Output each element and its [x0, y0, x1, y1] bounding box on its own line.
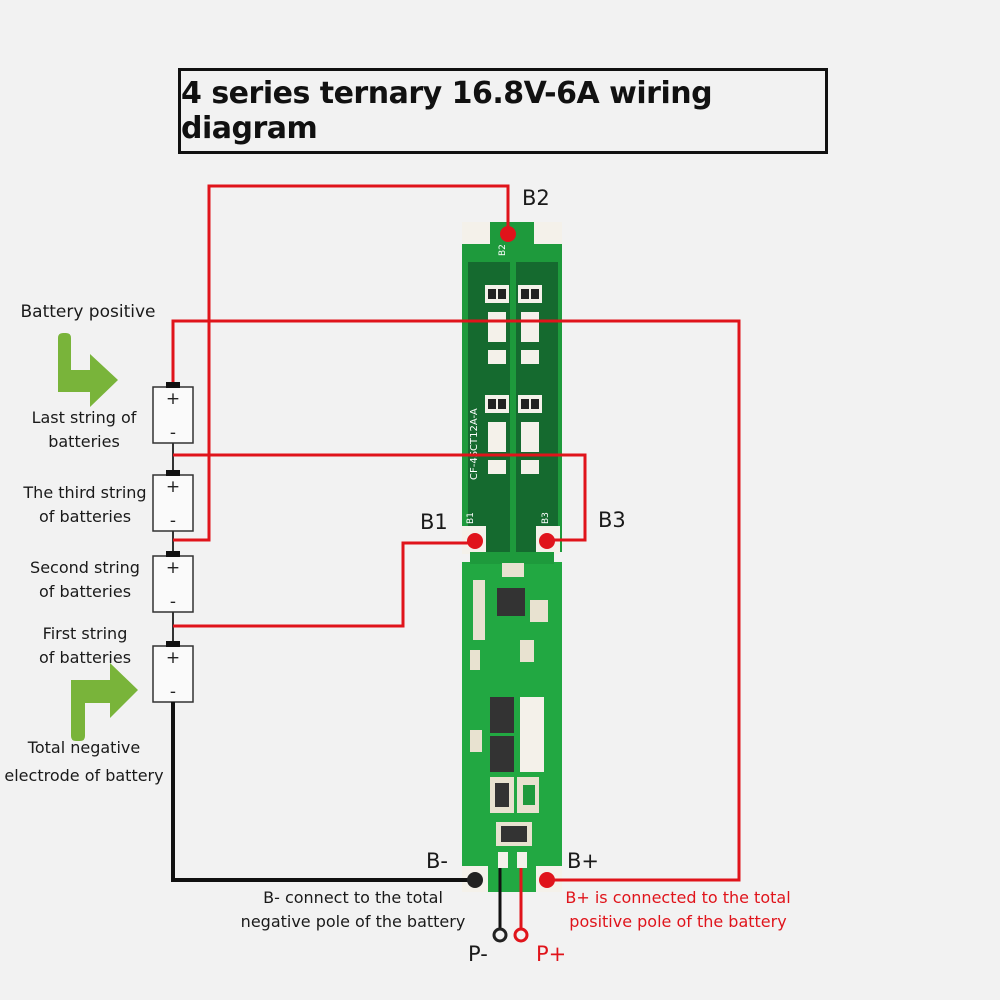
battery-3-minus: -	[170, 511, 176, 531]
wire-b2	[173, 184, 510, 542]
battery-2-plus: +	[166, 558, 180, 578]
b-minus-note: B- connect to the total negative pole of…	[240, 888, 466, 931]
pcb-resistor-array	[473, 580, 485, 640]
battery-3-plus: +	[166, 477, 180, 497]
pcb-silk-b1: B1	[466, 512, 476, 524]
b-plus-label: B+	[567, 849, 600, 873]
wire-b3	[173, 453, 587, 542]
b-minus-terminal-dot	[467, 872, 483, 888]
pcb-mosfet-2	[490, 736, 514, 772]
battery-2-cap	[166, 551, 180, 557]
b-plus-note: B+ is connected to the total positive po…	[565, 888, 791, 931]
pcb-ic-chip	[497, 588, 525, 616]
p-plus-ring-icon	[513, 927, 529, 943]
battery-4-minus: -	[170, 423, 176, 443]
pcb-pad-top-right	[534, 222, 562, 244]
battery-2-minus: -	[170, 592, 176, 612]
b-plus-terminal-dot	[539, 872, 555, 888]
battery-3-label: The third string of batteries	[23, 483, 147, 526]
pcb-silk-b3: B3	[541, 512, 551, 524]
negative-wires	[171, 702, 502, 930]
battery-1-label: First string of batteries	[38, 624, 132, 667]
b3-label: B3	[598, 508, 626, 532]
battery-4-label: Last string of batteries	[31, 408, 137, 451]
total-negative-label: Total negative electrode of battery	[4, 738, 164, 785]
pcb-silk-model: CF-4SCT12A-A	[469, 408, 480, 480]
diagram-title: 4 series ternary 16.8V-6A wiring diagram	[181, 76, 713, 146]
b2-terminal-dot	[500, 226, 516, 242]
b1-terminal-dot	[467, 533, 483, 549]
pcb-shunt-resistor	[495, 783, 509, 807]
battery-3-cap	[166, 470, 180, 476]
battery-1-cap	[166, 641, 180, 647]
pcb-pad-top-left	[462, 222, 490, 244]
b3-terminal-dot	[539, 533, 555, 549]
pcb-pad-p-minus	[498, 852, 508, 868]
wire-b1	[173, 541, 474, 628]
pcb-board: B2 CF-4SCT12A-A B1 B3	[462, 222, 562, 892]
pcb-pad-p-plus	[517, 852, 527, 868]
battery-positive-label: Battery positive	[20, 302, 156, 322]
pcb-diode	[501, 826, 527, 842]
battery-2-label: Second string of batteries	[30, 558, 140, 601]
pcb-mosfet-pad	[520, 697, 544, 772]
battery-1	[152, 645, 194, 703]
battery-1-minus: -	[170, 682, 176, 702]
battery-stack	[152, 382, 194, 703]
b1-label: B1	[420, 510, 448, 534]
battery-4-plus: +	[166, 389, 180, 409]
positive-wires	[171, 184, 741, 930]
battery-2	[152, 555, 194, 613]
p-plus-label: P+	[536, 942, 567, 966]
wire-b-plus	[171, 319, 741, 882]
battery-4	[152, 386, 194, 444]
total-negative-arrow-icon	[71, 663, 138, 741]
p-minus-label: P-	[468, 942, 488, 966]
pcb-mosfet-1	[490, 697, 514, 733]
pcb-silk-b2: B2	[498, 244, 508, 256]
battery-1-plus: +	[166, 648, 180, 668]
battery-4-cap	[166, 382, 180, 388]
wire-b-minus	[171, 702, 474, 882]
p-minus-ring-icon	[492, 927, 508, 943]
title-box: 4 series ternary 16.8V-6A wiring diagram	[178, 68, 828, 154]
b2-label: B2	[522, 186, 550, 210]
b-minus-label: B-	[426, 849, 448, 873]
battery-positive-arrow-icon	[58, 333, 118, 407]
